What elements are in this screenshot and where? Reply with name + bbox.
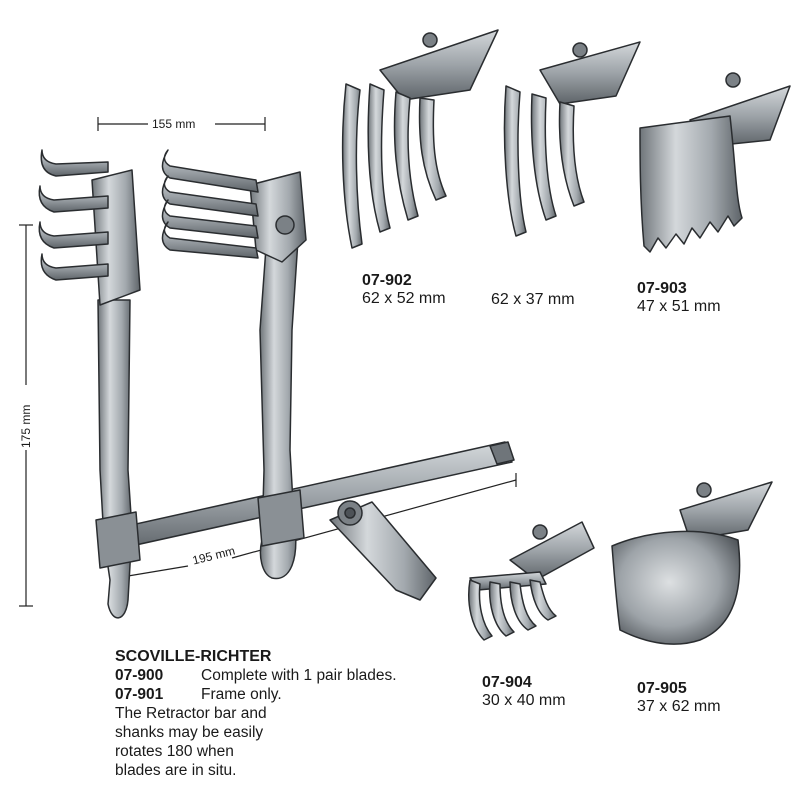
product-label-07-902: 07-902 62 x 52 mm — [362, 272, 446, 308]
info-row-code: 07-900 — [115, 667, 164, 684]
product-label-07-903: 07-903 47 x 51 mm — [637, 280, 721, 316]
product-title: SCOVILLE-RICHTER — [115, 648, 272, 665]
product-size: 30 x 40 mm — [482, 692, 566, 709]
product-note: The Retractor bar and shanks may be easi… — [115, 704, 455, 780]
width-dimension-label: 155 mm — [152, 117, 196, 131]
note-line: blades are in situ. — [115, 762, 237, 779]
product-code: 07-902 — [362, 272, 412, 289]
product-size: 62 x 52 mm — [362, 290, 446, 307]
product-size: 62 x 37 mm — [491, 291, 575, 308]
product-label-07-904: 07-904 30 x 40 mm — [482, 674, 566, 710]
product-label-07-905: 07-905 37 x 62 mm — [637, 680, 721, 716]
info-row-text: Complete with 1 pair blades. — [201, 667, 397, 684]
blade-07-904 — [468, 521, 595, 641]
blade-07-903 — [639, 72, 791, 253]
height-dimension-line — [19, 224, 33, 607]
retractor-frame — [38, 149, 515, 619]
product-code: 07-903 — [637, 280, 687, 297]
product-label-62x37: 62 x 37 mm — [491, 291, 575, 309]
blade-62x37 — [503, 41, 641, 237]
info-row-text: Frame only. — [201, 686, 282, 703]
info-row-code: 07-901 — [115, 686, 164, 703]
note-line: The Retractor bar and — [115, 705, 267, 722]
blade-07-902-large — [341, 29, 499, 249]
note-line: rotates 180 when — [115, 743, 234, 760]
note-line: shanks may be easily — [115, 724, 264, 741]
info-row-07-901: 07-901 Frame only. — [115, 685, 455, 704]
product-code: 07-904 — [482, 674, 532, 691]
width-dimension-line — [97, 117, 266, 131]
product-code: 07-905 — [637, 680, 687, 697]
blade-07-905 — [611, 481, 773, 645]
product-size: 37 x 62 mm — [637, 698, 721, 715]
product-size: 47 x 51 mm — [637, 298, 721, 315]
height-dimension-label: 175 mm — [19, 404, 33, 448]
product-info-block: SCOVILLE-RICHTER 07-900 Complete with 1 p… — [115, 648, 455, 780]
info-row-07-900: 07-900 Complete with 1 pair blades. — [115, 666, 455, 685]
